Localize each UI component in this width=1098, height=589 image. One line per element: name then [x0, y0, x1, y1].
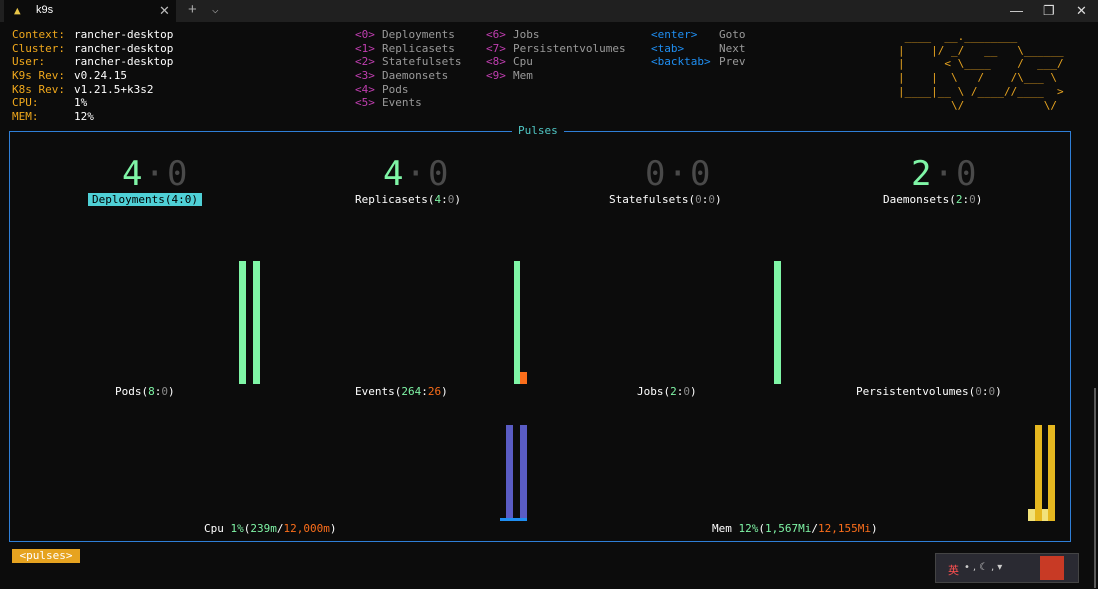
daemonsets-label[interactable]: Daemonsets(2:0) [883, 193, 983, 206]
info-k9s-rev: K9s Rev:v0.24.15 [12, 69, 127, 83]
info-context: Context:rancher-desktop [12, 28, 174, 41]
mem-bar-low-2 [1042, 509, 1048, 521]
maximize-button[interactable]: ❐ [1043, 3, 1055, 18]
mem-bar-2 [1048, 425, 1055, 521]
hotkey-cpu[interactable]: <8>Cpu [486, 55, 533, 69]
terminal-tab[interactable]: ▲ k9s ✕ [4, 0, 176, 22]
cluster-info: Context:rancher-desktop Cluster:rancher-… [12, 28, 173, 124]
pulses-breadcrumb[interactable]: <pulses> [12, 549, 80, 563]
pods-label[interactable]: Pods(8:0) [115, 385, 175, 398]
mem-label[interactable]: Mem 12%(1,567Mi/12,155Mi) [712, 522, 878, 535]
pods-bar-1 [239, 261, 246, 384]
events-ok-bar [514, 261, 520, 384]
nav-keys: <enter>Goto <tab>Next <backtab>Prev [651, 28, 746, 69]
statefulsets-label[interactable]: Statefulsets(0:0) [609, 193, 722, 206]
scrollbar[interactable] [1094, 388, 1096, 588]
mem-bar-1 [1035, 425, 1042, 521]
hotkey-pods[interactable]: <4>Pods [355, 82, 409, 96]
replicasets-label[interactable]: Replicasets(4:0) [355, 193, 461, 206]
hotkey-menu-1: <0>Deployments <1>Replicasets <2>Statefu… [355, 28, 461, 110]
hotkey-persistentvolumes[interactable]: <7>Persistentvolumes [486, 41, 626, 55]
ime-language[interactable]: 英 [948, 564, 959, 577]
k9s-logo: ____ __.________ | |/ _/ __ \______ | < … [898, 30, 1064, 112]
hotkey-menu-2: <6>Jobs <7>Persistentvolumes <8>Cpu <9>M… [486, 28, 626, 83]
hotkey-statefulsets[interactable]: <2>Statefulsets [355, 55, 462, 69]
window-titlebar: ▲ k9s ✕ + ⌵ — ❐ ✕ [0, 0, 1098, 22]
pulses-title: Pulses [512, 124, 564, 138]
info-cluster: Cluster:rancher-desktop [12, 41, 174, 55]
nav-prev[interactable]: <backtab>Prev [651, 55, 746, 69]
cpu-label[interactable]: Cpu 1%(239m/12,000m) [204, 522, 337, 535]
nav-next[interactable]: <tab>Next [651, 41, 746, 55]
info-cpu: CPU:1% [12, 96, 88, 110]
events-error-bar [520, 372, 527, 384]
cpu-baseline [500, 518, 527, 521]
jobs-bar [774, 261, 781, 384]
close-tab-icon[interactable]: ✕ [159, 3, 170, 18]
linux-penguin-icon: ▲ [14, 4, 21, 17]
events-label[interactable]: Events(264:26) [355, 385, 448, 398]
hotkey-mem[interactable]: <9>Mem [486, 69, 533, 83]
new-tab-button[interactable]: + [188, 1, 197, 18]
info-user: User:rancher-desktop [12, 55, 174, 69]
cpu-bar-2 [520, 425, 527, 520]
statefulsets-counter: 0·0 [645, 154, 713, 194]
hotkey-events[interactable]: <5>Events [355, 96, 422, 110]
info-mem: MEM:12% [12, 110, 94, 124]
ime-icons[interactable]: •,☾,▾ [964, 562, 1006, 573]
deployments-counter: 4·0 [122, 154, 190, 194]
replicasets-counter: 4·0 [383, 154, 451, 194]
hotkey-jobs[interactable]: <6>Jobs [486, 28, 540, 41]
app-icon[interactable] [1040, 556, 1064, 580]
hotkey-daemonsets[interactable]: <3>Daemonsets [355, 69, 449, 83]
jobs-label[interactable]: Jobs(2:0) [637, 385, 697, 398]
hotkey-replicasets[interactable]: <1>Replicasets [355, 41, 455, 55]
tab-title: k9s [36, 4, 54, 16]
hotkey-deployments[interactable]: <0>Deployments [355, 28, 455, 41]
nav-goto[interactable]: <enter>Goto [651, 28, 746, 41]
deployments-label[interactable]: Deployments(4:0) [88, 193, 202, 207]
chevron-down-icon[interactable]: ⌵ [212, 3, 219, 16]
close-window-button[interactable]: ✕ [1076, 3, 1087, 18]
info-k8s-rev: K8s Rev:v1.21.5+k3s2 [12, 82, 154, 96]
daemonsets-counter: 2·0 [911, 154, 979, 194]
minimize-button[interactable]: — [1010, 3, 1023, 18]
mem-bar-low-1 [1028, 509, 1035, 521]
pods-bar-2 [253, 261, 260, 384]
persistentvolumes-label[interactable]: Persistentvolumes(0:0) [856, 385, 1002, 398]
cpu-bar-1 [506, 425, 513, 520]
